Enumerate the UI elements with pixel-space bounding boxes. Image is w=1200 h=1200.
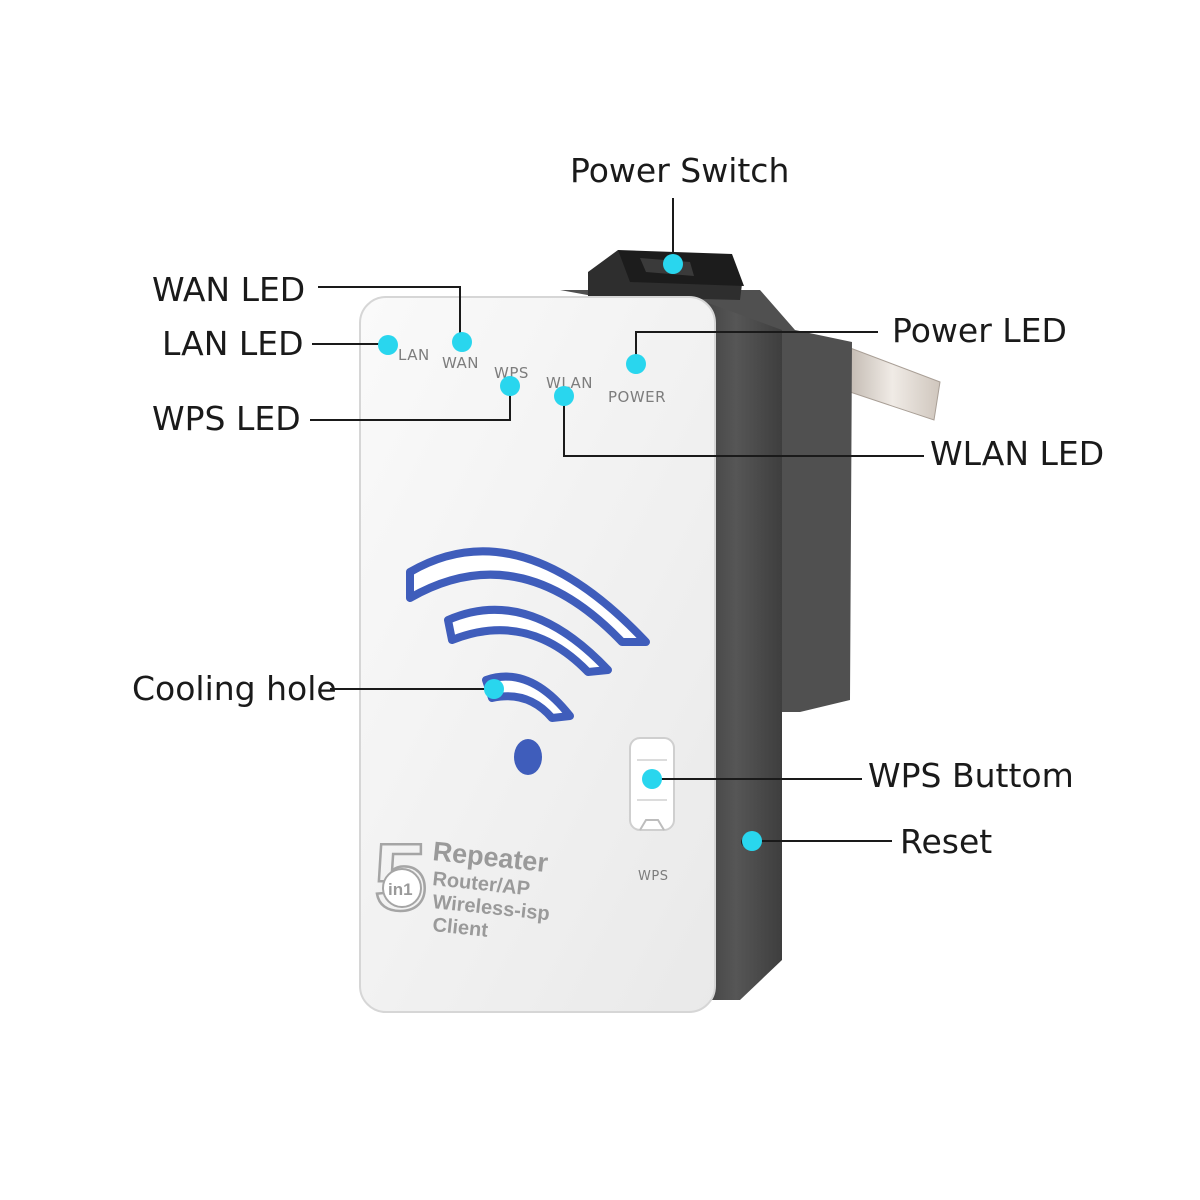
wifi-cooling-hole-icon	[406, 547, 650, 775]
label-power-switch: Power Switch	[570, 151, 789, 190]
label-power-led: Power LED	[892, 311, 1067, 350]
leader-power-led	[635, 331, 878, 356]
label-wan-led: WAN LED	[152, 270, 305, 309]
wps-button-label: WPS	[638, 869, 668, 884]
led-label-lan: LAN	[398, 346, 430, 364]
label-lan-led: LAN LED	[162, 324, 304, 363]
callout-labels: Power Switch WAN LED LAN LED Power LED W…	[132, 151, 1104, 861]
led-label-wps: WPS	[494, 364, 529, 382]
dot-reset	[742, 831, 762, 851]
label-reset: Reset	[900, 822, 992, 861]
plug-prong	[844, 345, 941, 421]
leader-lines	[310, 198, 924, 842]
label-wps-led: WPS LED	[152, 399, 301, 438]
dot-lan-led	[378, 335, 398, 355]
indicator-dots	[378, 254, 762, 851]
logo-badge: in1	[388, 880, 413, 899]
leader-wps-led	[310, 390, 511, 421]
dot-power-led	[626, 354, 646, 374]
leader-wan-led	[318, 286, 461, 340]
dot-wlan-led	[554, 386, 574, 406]
repeater-device: LAN WAN WPS WLAN POWER WPS 5 in1 Repeate…	[359, 250, 941, 1013]
plug-housing	[560, 290, 852, 712]
label-wlan-led: WLAN LED	[930, 434, 1104, 473]
label-wps-button: WPS Buttom	[868, 756, 1074, 795]
led-label-power: POWER	[608, 388, 666, 406]
dot-wps-button	[642, 769, 662, 789]
label-cooling-hole: Cooling hole	[132, 669, 337, 708]
dot-wps-led	[500, 376, 520, 396]
device-front-face	[359, 296, 716, 1013]
dot-wan-led	[452, 332, 472, 352]
dot-cooling-hole	[484, 679, 504, 699]
led-label-wlan: WLAN	[546, 374, 593, 392]
dot-power-switch	[663, 254, 683, 274]
leader-wlan-led	[563, 398, 924, 457]
led-label-wan: WAN	[442, 354, 479, 372]
